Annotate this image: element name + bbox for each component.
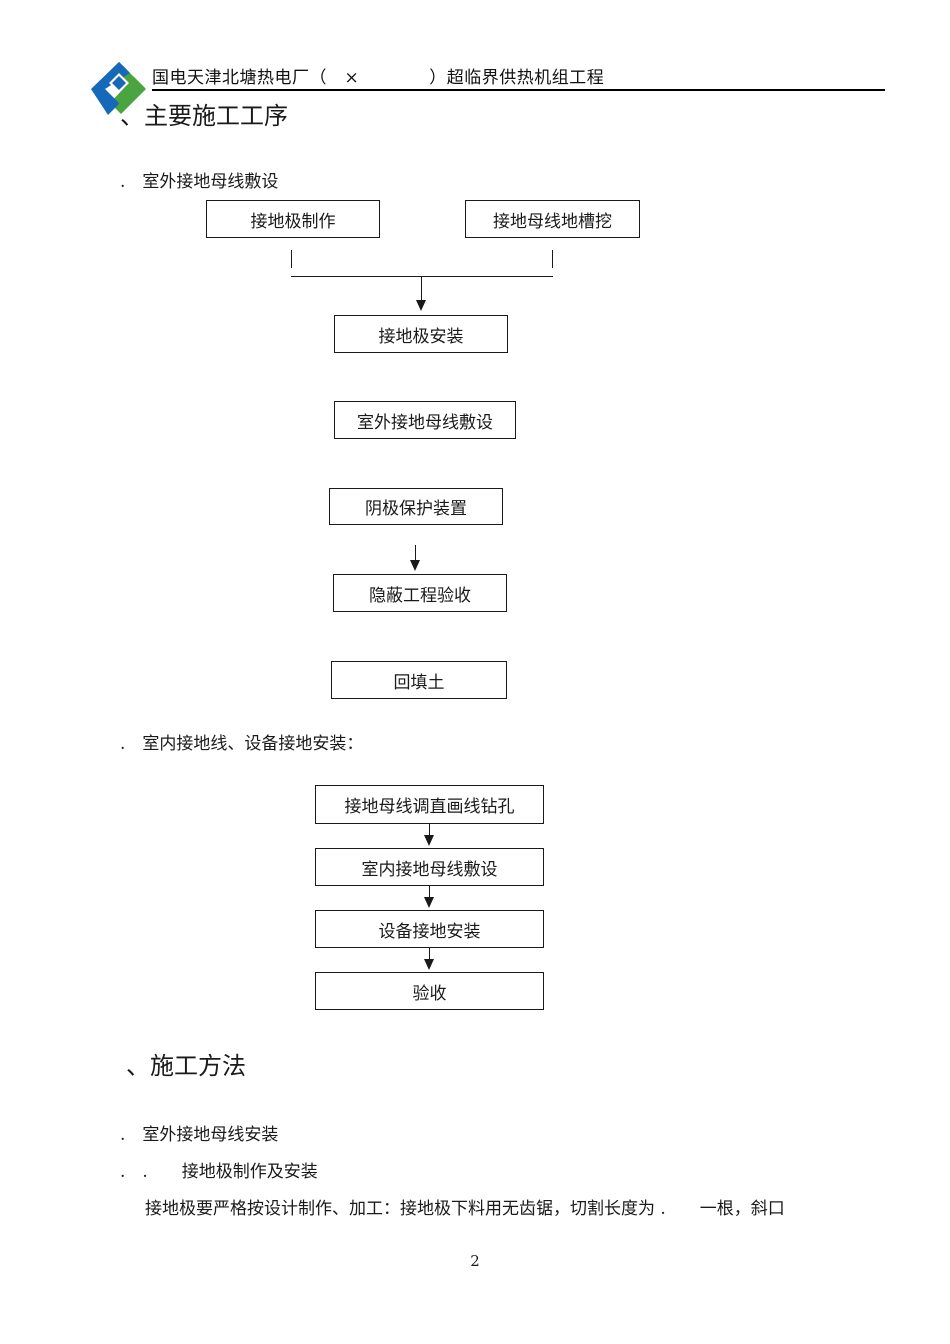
flow-arrowhead-to-equipment-grounding-install <box>424 897 434 908</box>
flow-connector-stub-right <box>552 250 553 268</box>
heading-construction-method: 、施工方法 <box>126 1052 246 1080</box>
list-item-electrode-fabrication-installation: . . 接地极制作及安装 <box>120 1162 318 1182</box>
flow-connector-join-down <box>421 276 422 302</box>
list-item-outdoor-busbar-installation: . 室外接地母线安装 <box>120 1125 279 1145</box>
header-project-title: 国电天津北塘热电厂（ × ）超临界供热机组工程 <box>152 68 605 88</box>
page-number: 2 <box>470 1252 480 1270</box>
flow-node-backfill-soil: 回填土 <box>331 661 507 699</box>
flow-arrowhead-to-concealed-work-acceptance <box>410 560 420 571</box>
flow-connector-indoor-laying-to-equipment <box>429 886 430 900</box>
paragraph-electrode-fabrication-detail: 接地极要严格按设计制作、加工：接地极下料用无齿锯，切割长度为 . 一根，斜口 <box>145 1199 785 1219</box>
flow-node-busbar-trench-digging: 接地母线地槽挖 <box>465 200 640 238</box>
list-item-outdoor-busbar-laying: . 室外接地母线敷设 <box>120 172 279 192</box>
flow-connector-stub-left <box>291 250 292 268</box>
flow-node-busbar-straighten-mark-drill: 接地母线调直画线钻孔 <box>315 785 544 824</box>
header-rule <box>152 89 885 91</box>
flow-node-outdoor-busbar-laying: 室外接地母线敷设 <box>334 401 516 439</box>
flow-arrowhead-to-acceptance <box>424 959 434 970</box>
flow-node-concealed-work-acceptance: 隐蔽工程验收 <box>333 574 507 612</box>
flow-node-electrode-fabrication: 接地极制作 <box>206 200 380 238</box>
flow-node-cathodic-protection: 阴极保护装置 <box>329 488 503 525</box>
flow-connector-join-bar <box>291 276 553 277</box>
flow-node-equipment-grounding-install: 设备接地安装 <box>315 910 544 948</box>
flow-arrowhead-to-electrode-installation <box>416 300 426 311</box>
list-item-indoor-grounding-installation: . 室内接地线、设备接地安装： <box>120 734 364 754</box>
flow-connector-equipment-to-acceptance <box>429 948 430 962</box>
flow-node-acceptance: 验收 <box>315 972 544 1010</box>
heading-main-construction-process: 、主要施工工序 <box>120 102 288 130</box>
company-logo <box>88 58 150 120</box>
flow-connector-drill-to-indoor-laying <box>429 824 430 838</box>
flow-arrowhead-to-indoor-busbar-laying <box>424 835 434 846</box>
flow-node-electrode-installation: 接地极安装 <box>334 315 508 353</box>
flow-node-indoor-busbar-laying: 室内接地母线敷设 <box>315 848 544 886</box>
flow-connector-cathodic-to-acceptance <box>415 545 416 563</box>
